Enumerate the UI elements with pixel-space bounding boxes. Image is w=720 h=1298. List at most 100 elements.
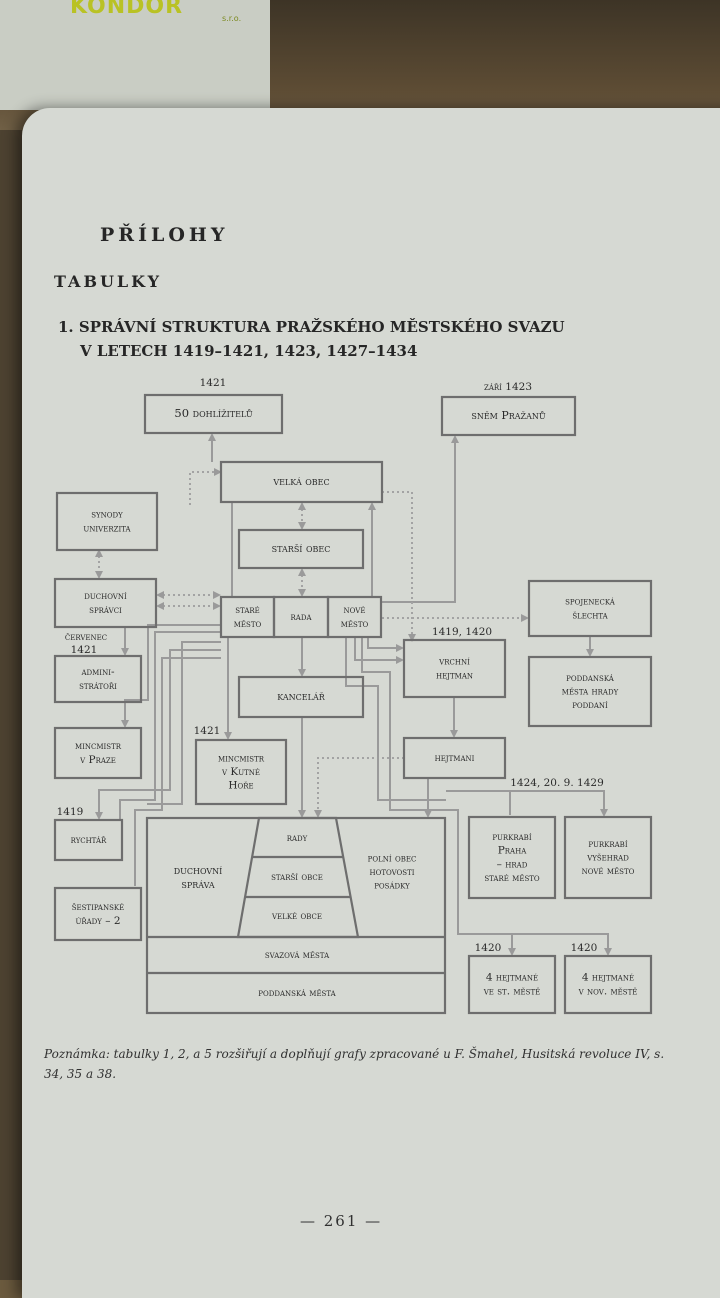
- box-text-line: Hoře: [228, 780, 253, 792]
- box-text-line: v nov. městě: [578, 985, 638, 997]
- box-snem: sněm Pražanů: [440, 395, 577, 437]
- box-text-line: rychtář: [71, 834, 107, 846]
- box-stare-mesto: staré město: [219, 595, 276, 639]
- box-text-line: ve st. městě: [483, 985, 541, 997]
- box-frame: [527, 579, 653, 638]
- box-text-line: 50 dohlížitelů: [174, 406, 252, 420]
- box-text: sněm Pražanů: [471, 409, 546, 422]
- box-text-line: vyšehrad: [586, 852, 629, 864]
- box-frame: [53, 818, 124, 862]
- box-text-line: purkrabí: [588, 838, 627, 850]
- box-text-line: poddanská města: [258, 987, 336, 999]
- table-title-line1: 1. SPRÁVNÍ STRUKTURA PRAŽSKÉHO MĚSTSKÉHO…: [58, 318, 565, 336]
- box-text-line: velké obce: [271, 910, 322, 922]
- box-frame: [527, 655, 653, 728]
- box-text: staré město: [234, 604, 262, 630]
- box-frame: [143, 393, 284, 435]
- box-text-line: poddanská: [566, 672, 615, 684]
- connector: [361, 637, 448, 811]
- box-frame: [237, 528, 365, 570]
- connector: [382, 435, 459, 603]
- box-frame: [326, 595, 383, 639]
- connector: [367, 637, 404, 652]
- book-edge: [0, 130, 22, 1280]
- box-text-line: v Praze: [79, 754, 116, 766]
- box-frame: [402, 736, 507, 780]
- box-nove-mesto: nové město: [326, 595, 383, 639]
- box-text: kancelář: [277, 690, 325, 703]
- box-frame: [219, 460, 384, 504]
- box-text-line: nové město: [582, 865, 635, 877]
- box-text: admini-strátoři: [79, 666, 117, 692]
- date-label: září 1423: [484, 381, 532, 393]
- structure-diagram: 50 dohlížitelů sněm Pražanů velká obec syno…: [53, 377, 653, 1015]
- box-frame: [237, 675, 365, 719]
- connector: [382, 491, 416, 642]
- box-text-line: nové: [344, 604, 366, 616]
- footnote: Poznámka: tabulky 1, 2, a 5 rozšiřují a …: [44, 1047, 665, 1081]
- connector: [446, 790, 511, 815]
- box-text-line: kancelář: [277, 690, 325, 703]
- date-label: 1420: [571, 942, 598, 954]
- background-paper-sheet: KONDOR s.r.o.: [0, 0, 270, 110]
- date-label: 1424, 20. 9. 1429: [510, 777, 604, 789]
- box-text-line: synody: [91, 509, 123, 521]
- box-text-line: město: [341, 618, 369, 630]
- box-text-line: starší obce: [271, 871, 323, 883]
- box-text-line: hejtmani: [435, 752, 475, 764]
- box-text-line: správa: [181, 878, 215, 891]
- box-text-line: univerzita: [83, 522, 131, 534]
- page-heading: PŘÍLOHY: [100, 224, 229, 246]
- box-text: 50 dohlížitelů: [174, 406, 252, 420]
- connector: [134, 657, 221, 886]
- connector: [345, 637, 446, 801]
- box-text-line: město: [234, 618, 262, 630]
- box-text: velká obec: [272, 475, 329, 488]
- box-text: poddanská města: [258, 987, 336, 999]
- connector: [147, 641, 221, 805]
- box-text-line: hejtman: [436, 669, 473, 681]
- box-text-line: Praha: [498, 845, 527, 857]
- box-text-line: poddaní: [572, 699, 608, 711]
- connector: [189, 468, 222, 505]
- date-label: 1421: [71, 644, 98, 656]
- box-text-line: správci: [89, 604, 122, 616]
- box-text-line: staré město: [484, 872, 540, 884]
- connector: [505, 790, 608, 817]
- box-frame: [563, 815, 653, 900]
- box-text: hejtmani: [435, 752, 475, 764]
- box-text-line: velká obec: [272, 475, 329, 488]
- connector: [95, 649, 221, 820]
- box-text-line: mincmistr: [218, 752, 265, 764]
- box-text: rychtář: [71, 834, 107, 846]
- box-text-line: strátoři: [79, 680, 117, 692]
- box-text: rady: [287, 832, 308, 844]
- box-starsi-obec: starší obec: [237, 528, 365, 570]
- page-subheading: TABULKY: [54, 272, 163, 291]
- box-text: rada: [291, 611, 313, 623]
- box-text-line: šestipanské: [72, 901, 125, 913]
- box-duchovni-spravci: duchovní správci: [53, 577, 158, 629]
- box-frame: [53, 886, 143, 942]
- box-text-line: duchovní: [84, 590, 127, 602]
- connector: [314, 757, 404, 818]
- date-label: 1421: [200, 377, 227, 389]
- connector: [354, 637, 404, 664]
- box-text-line: mincmistr: [75, 740, 122, 752]
- box-frame: [53, 654, 143, 704]
- box-text-line: staré: [235, 604, 260, 616]
- box-text-line: purkrabí: [492, 831, 531, 843]
